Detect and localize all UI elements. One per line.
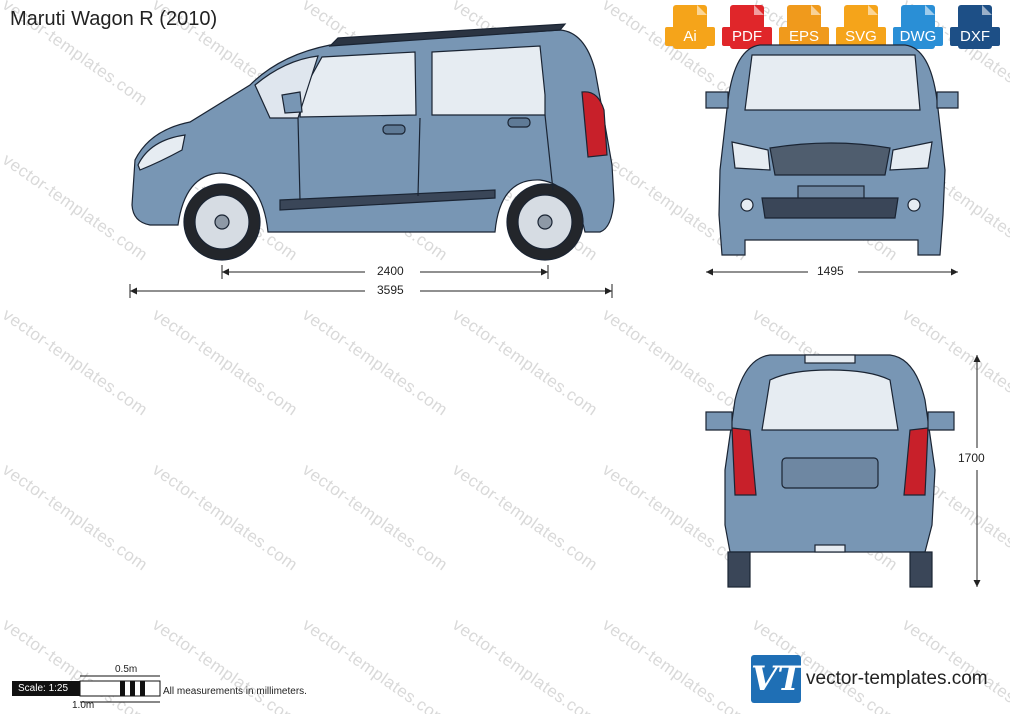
- front-windshield: [744, 54, 921, 111]
- format-pdf-icon[interactable]: PDF: [722, 5, 772, 51]
- format-svg-label: SVG: [836, 27, 886, 46]
- format-badges: Ai PDF EPS SVG DWG DXF: [665, 5, 1000, 51]
- side-windshield: [254, 55, 319, 119]
- front-headlamp-left: [731, 141, 771, 171]
- front-fog-right: [907, 198, 921, 212]
- side-window-rear: [431, 45, 546, 116]
- format-dxf-label: DXF: [950, 27, 1000, 46]
- rear-tyre-right: [909, 551, 933, 588]
- side-view: [131, 23, 615, 261]
- scale-half-meter: 0.5m: [115, 664, 138, 675]
- rear-mirror-right: [927, 411, 955, 431]
- measurement-note: All measurements in millimeters.: [163, 686, 307, 697]
- format-eps-label: EPS: [779, 27, 829, 46]
- front-fog-left: [740, 198, 754, 212]
- front-headlamp-right: [889, 141, 933, 171]
- format-ai-label: Ai: [665, 27, 715, 46]
- side-door-handle-front: [382, 124, 406, 135]
- format-svg-icon[interactable]: SVG: [836, 5, 886, 51]
- rear-plate-recess: [781, 457, 879, 489]
- dim-height: 1700: [958, 451, 985, 465]
- front-grille: [769, 142, 891, 176]
- format-dwg-icon[interactable]: DWG: [893, 5, 943, 51]
- rear-mirror-left: [705, 411, 733, 431]
- side-mirror: [281, 91, 303, 114]
- format-eps-icon[interactable]: EPS: [779, 5, 829, 51]
- side-tail-lamp: [581, 91, 608, 158]
- format-ai-icon[interactable]: Ai: [665, 5, 715, 51]
- side-sill: [279, 189, 496, 211]
- page-title: Maruti Wagon R (2010): [10, 8, 218, 30]
- format-dwg-label: DWG: [893, 27, 943, 46]
- front-mirror-left: [705, 91, 729, 109]
- rear-window: [761, 369, 899, 431]
- scale-bar: [79, 675, 161, 703]
- dim-wheelbase: 2400: [377, 264, 404, 278]
- scale-one-meter: 1.0m: [72, 700, 95, 711]
- side-headlamp: [137, 134, 186, 171]
- side-door-handle-rear: [507, 117, 531, 128]
- side-window-front: [299, 51, 417, 118]
- front-view: [705, 44, 959, 256]
- rear-tail-left: [731, 427, 757, 496]
- scale-label: Scale: 1:25: [12, 681, 80, 696]
- front-mirror-right: [936, 91, 959, 109]
- rear-view: [705, 354, 955, 588]
- rear-tyre-left: [727, 551, 751, 588]
- dim-width: 1495: [817, 264, 844, 278]
- dimension-lines: [129, 265, 981, 587]
- side-roof-rail: [328, 23, 567, 47]
- vt-logo-icon[interactable]: VT: [751, 655, 803, 703]
- dim-length: 3595: [377, 283, 404, 297]
- format-pdf-label: PDF: [722, 27, 772, 46]
- rear-tail-right: [903, 427, 929, 496]
- site-link[interactable]: vector-templates.com: [806, 668, 988, 689]
- format-dxf-icon[interactable]: DXF: [950, 5, 1000, 51]
